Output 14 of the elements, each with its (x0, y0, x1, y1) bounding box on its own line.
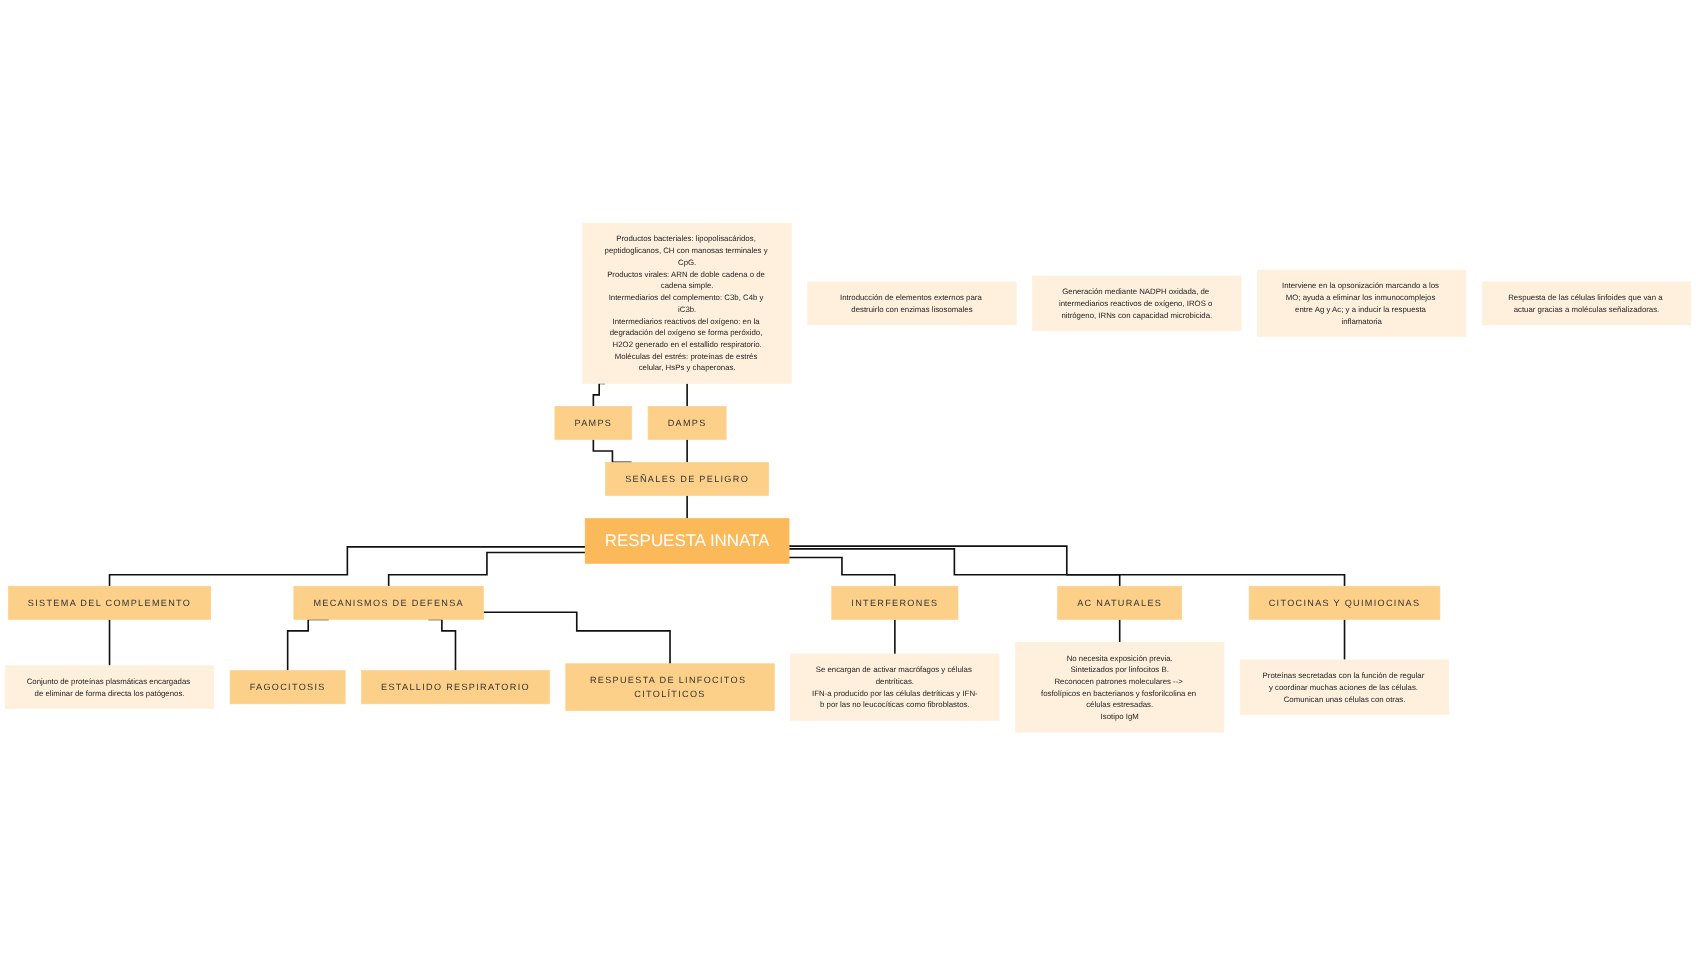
connector (686, 438, 688, 463)
node-box: RESPUESTA INNATA (584, 517, 790, 563)
connector (686, 382, 688, 407)
connector (108, 617, 111, 666)
connector (894, 617, 896, 655)
connector (1343, 617, 1346, 660)
connector (788, 547, 1121, 587)
connector (686, 494, 688, 519)
connector (387, 550, 586, 587)
connector (1118, 617, 1121, 643)
connector (108, 545, 586, 587)
connector (788, 544, 1346, 587)
connector (482, 610, 671, 664)
connector (788, 556, 896, 587)
